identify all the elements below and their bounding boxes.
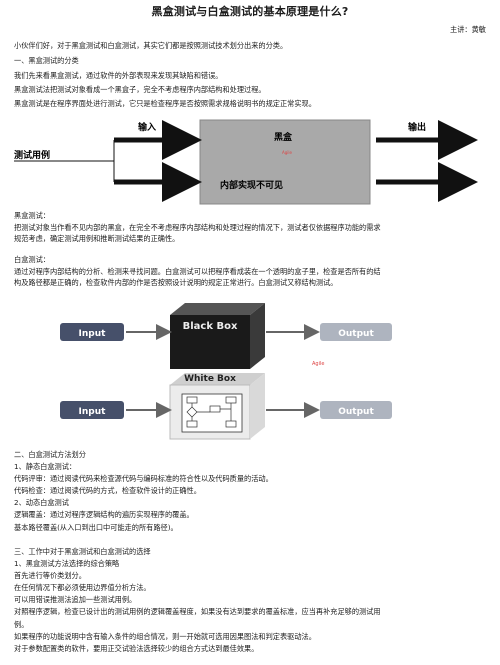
output-pill-top-label: Output <box>338 329 374 339</box>
section3-line: 如果程序的功能说明中含有输入条件的组合情况，则一开始就可选用因果图法和判定表驱动… <box>14 631 316 641</box>
section2: 二、白盒测试方法划分 1、静态白盒测试： 代码评审：通过阅读代码来检查源代码与编… <box>14 449 488 534</box>
bb-def-line: 把测试对象当作看不见内部的黑盒，在完全不考虑程序内部结构和处理过程的情况下，测试… <box>14 222 381 232</box>
author-line: 主讲：黄敏 <box>450 25 486 34</box>
black-box-definition: 黑盒测试： 把测试对象当作看不见内部的黑盒，在完全不考虑程序内部结构和处理过程的… <box>14 210 488 245</box>
section2-line: 基本路径覆盖(从入口到出口中可能走的所有路径)。 <box>14 522 178 532</box>
black-box-side <box>250 303 265 369</box>
black-box-front <box>170 315 250 369</box>
section1-line: 我们先来看黑盒测试，通过软件的外部表现来发现其缺陷和错误。 <box>14 71 223 80</box>
section2-line: 2、动态白盒测试 <box>14 498 69 508</box>
section1-heading: 一、黑盒测试的分类 <box>14 56 79 65</box>
input-pill-top <box>60 323 124 341</box>
section2-line: 逻辑覆盖：通过对程序逻辑结构的遍历实现程序的覆盖。 <box>14 510 194 520</box>
section3: 三、工作中对于黑盒测试和白盒测试的选择 1、黑盒测试方法选择的综合策略 首先进行… <box>14 546 488 655</box>
black-box-diagram: 输入 输出 黑盒 Agile 内部实现不可见 测试用例 <box>14 119 478 205</box>
section1-line: 黑盒测试是在程序界面处进行测试，它只是检查程序是否按照需求规格说明书的规定正常实… <box>14 99 316 108</box>
input-pill-bottom <box>60 401 124 419</box>
test-cases-label: 测试用例 <box>14 149 50 161</box>
agile-watermark: Agile <box>282 150 292 155</box>
section3-line: 可以用错误推测法追加一些测试用例。 <box>14 595 137 605</box>
internal-invisible-label: 内部实现不可见 <box>220 179 283 191</box>
wb-def-line: 构及路径都是正确的，检查软件内部的作是否按照设计说明的规定正常进行。白盒测试又称… <box>14 278 338 287</box>
flowchart-edges <box>191 403 232 421</box>
white-box-caption: White Box <box>184 374 236 384</box>
section2-heading: 二、白盒测试方法划分 <box>14 450 86 459</box>
input-label: 输入 <box>138 121 156 133</box>
agile-watermark-2: Agile <box>312 361 324 367</box>
bb-def-heading: 黑盒测试： <box>14 211 50 220</box>
section3-line: 对照程序逻辑，检查已设计出的测试用例的逻辑覆盖程度，如果没有达到要求的覆盖标准，… <box>14 607 381 617</box>
section3-line: 在任何情况下都必须使用边界值分析方法。 <box>14 583 151 593</box>
white-box-side <box>250 373 265 439</box>
input-pill-top-label: Input <box>79 329 107 339</box>
section3-line: 例。 <box>14 619 29 629</box>
section3-line: 1、黑盒测试方法选择的综合策略 <box>14 559 120 569</box>
flowchart-node <box>209 405 221 413</box>
section1-line: 黑盒测试法把测试对象看成一个黑盒子，完全不考虑程序内部结构和处理过程。 <box>14 85 266 94</box>
output-pill-top <box>320 323 392 341</box>
bb-def-line: 规范考虑，确定测试用例和推断测试结果的正确性。 <box>14 234 180 243</box>
black-white-box-diagram: Black Box Input Output Agile White Box I… <box>60 303 392 440</box>
black-box-rect <box>199 119 371 205</box>
black-box-label: 黑盒 <box>274 131 293 143</box>
white-box-top <box>170 373 265 385</box>
output-pill-bottom <box>320 401 392 419</box>
intro-paragraph: 小伙伴们好，对于黑盒测试和白盒测试，其实它们都是按照测试技术划分出来的分类。 <box>14 41 288 50</box>
flowchart-node <box>186 396 198 404</box>
flowchart-node <box>186 420 198 428</box>
section3-heading: 三、工作中对于黑盒测试和白盒测试的选择 <box>14 547 151 556</box>
section3-line: 首先进行等价类划分。 <box>14 571 86 581</box>
black-box-top <box>170 303 265 315</box>
section2-line: 代码检查：通过阅读代码的方式，检查软件设计的正确性。 <box>14 486 201 496</box>
section2-line: 1、静态白盒测试： <box>14 462 77 472</box>
section3-line: 对于参数配置类的软件，要用正交试验法选择较少的组合方式达到最佳效果。 <box>14 643 259 653</box>
flowchart-node <box>225 396 237 404</box>
output-label: 输出 <box>408 121 426 133</box>
black-box-caption: Black Box <box>183 321 238 332</box>
input-pill-bottom-label: Input <box>79 407 107 417</box>
wb-def-heading: 白盒测试： <box>14 255 50 264</box>
white-box-definition: 白盒测试： 通过对程序内部结构的分析、检测来寻找问题。白盒测试可以把程序看成装在… <box>14 254 488 289</box>
flowchart-node <box>225 420 237 428</box>
section2-line: 代码评审：通过阅读代码来检查源代码与编码标准的符合性以及代码质量的活动。 <box>14 474 273 484</box>
document-title: 黑盒测试与白盒测试的基本原理是什么? <box>151 5 349 18</box>
wb-def-line: 通过对程序内部结构的分析、检测来寻找问题。白盒测试可以把程序看成装在一个透明的盒… <box>14 266 381 276</box>
output-pill-bottom-label: Output <box>338 407 374 417</box>
